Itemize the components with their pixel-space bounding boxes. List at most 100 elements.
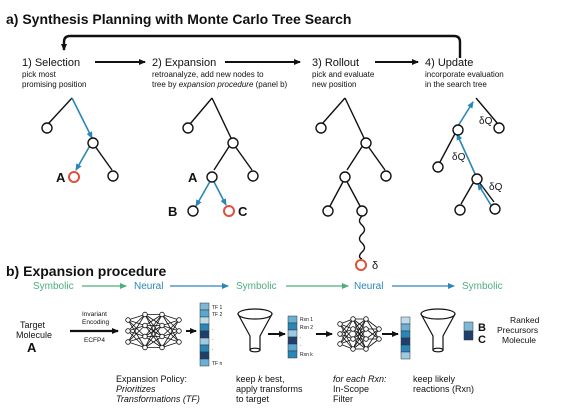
node-label-a-2: A [188,170,198,185]
funnel-keep-likely [420,308,456,353]
target-label: Target [20,320,46,330]
expansion-policy-network [125,311,182,351]
band-label-neural: Neural [354,281,383,292]
caption-keep-k: to target [236,394,270,404]
network-node [176,339,182,345]
band-label-symbolic: Symbolic [462,281,503,292]
tree-node [227,137,239,149]
network-edge [127,336,146,343]
node-label-delta: δ [372,260,378,272]
output-label: Precursors [497,325,538,335]
tf-vector: TF 1 TF 2 . . . TF n [199,302,222,367]
step-4-desc-1: incorporate evaluation [425,70,504,79]
network-edge [127,314,146,321]
delta-q-label: δQ [489,182,503,193]
step-1-title: 1) Selection [22,57,80,69]
network-edge [127,314,146,332]
ranked-output: B C Ranked Precursors Molecule [463,315,540,346]
network-node [159,322,165,329]
rxn-label: Rxn 2 [300,325,313,331]
tree-rollout: δ [315,97,392,272]
tree-node [380,170,392,182]
tree-node [454,204,466,216]
network-edge [365,328,380,340]
step-1-desc-1: pick most [22,70,57,79]
funnel-keep-k [237,308,273,353]
caption-filter-italic: for each Rxn: [333,374,387,384]
rxn-vector: Rxn 1 Rxn 2 . . Rxn k [287,315,313,359]
network-node [350,346,356,352]
caption-filter: In-Scope [333,384,369,394]
step-1-desc-2: promising position [22,80,86,89]
output-c: C [478,334,486,346]
caption-keep-k: keep k best, [236,374,285,384]
tree-node [206,171,218,183]
network-node [363,316,369,322]
rxn-label: . [300,334,301,340]
network-edge [352,328,367,350]
network-edge [127,314,146,343]
network-edge [161,330,180,348]
network-node [350,326,356,332]
network-edge [365,328,380,350]
rxn-label: Rxn k [300,352,313,358]
network-edge [339,318,354,345]
network-node [142,322,148,329]
network-node [337,321,343,327]
step-2-title: 2) Expansion [152,57,216,69]
tree-node [493,122,505,134]
node-label-b: B [168,204,177,219]
network-edge [161,319,180,348]
network-edge [144,336,163,348]
output-b: B [478,322,486,334]
tree-node [182,122,194,134]
band-label-symbolic: Symbolic [33,281,74,292]
tree-node [452,124,464,136]
rollout-end-node [355,259,367,271]
step-4-desc-2: in the search tree [425,80,487,89]
tree-node [356,205,368,217]
network-node [159,344,165,351]
tree-node [489,203,501,215]
section-a-title: a) Synthesis Planning with Monte Carlo T… [6,11,351,27]
network-edge [144,314,163,348]
network-edge [144,314,163,337]
node-label-c: C [238,204,248,219]
tree-node [87,137,99,149]
network-edge [161,319,180,337]
delta-q-label: δQ [479,116,493,127]
network-edge [161,319,180,326]
tree-node [360,137,372,149]
new-node [223,205,235,217]
output-label: Molecule [502,335,536,345]
network-node [337,331,343,337]
tree-node [187,205,199,217]
network-edge [161,341,180,348]
network-node [376,326,382,332]
cycle-arrow [61,34,462,58]
tree-expansion: A B C [168,97,259,219]
network-edge [365,318,380,330]
step-4-title: 4) Update [425,57,473,69]
step-2-desc-2: tree by expansion procedure (panel b) [152,80,288,89]
encoding-label: ECFP4 [84,337,105,344]
network-edge [144,314,163,326]
network-node [159,333,165,340]
tf-label: TF 1 [212,305,222,311]
network-node [125,317,131,323]
caption-policy: Expansion Policy: [116,374,187,384]
caption-filter: Filter [333,394,353,404]
rollout-path [358,215,366,260]
network-edge [365,338,380,350]
network-node [376,336,382,342]
caption-keep-likely: keep likely [413,374,456,384]
network-edge [352,318,367,350]
tree-selection: A [41,97,119,185]
network-edge [144,325,163,348]
in-scope-filter-network [337,316,382,352]
network-node [176,317,182,323]
tree-node [339,171,351,183]
network-edge [127,341,146,348]
network-node [350,316,356,322]
rxn-label: Rxn 1 [300,317,313,323]
